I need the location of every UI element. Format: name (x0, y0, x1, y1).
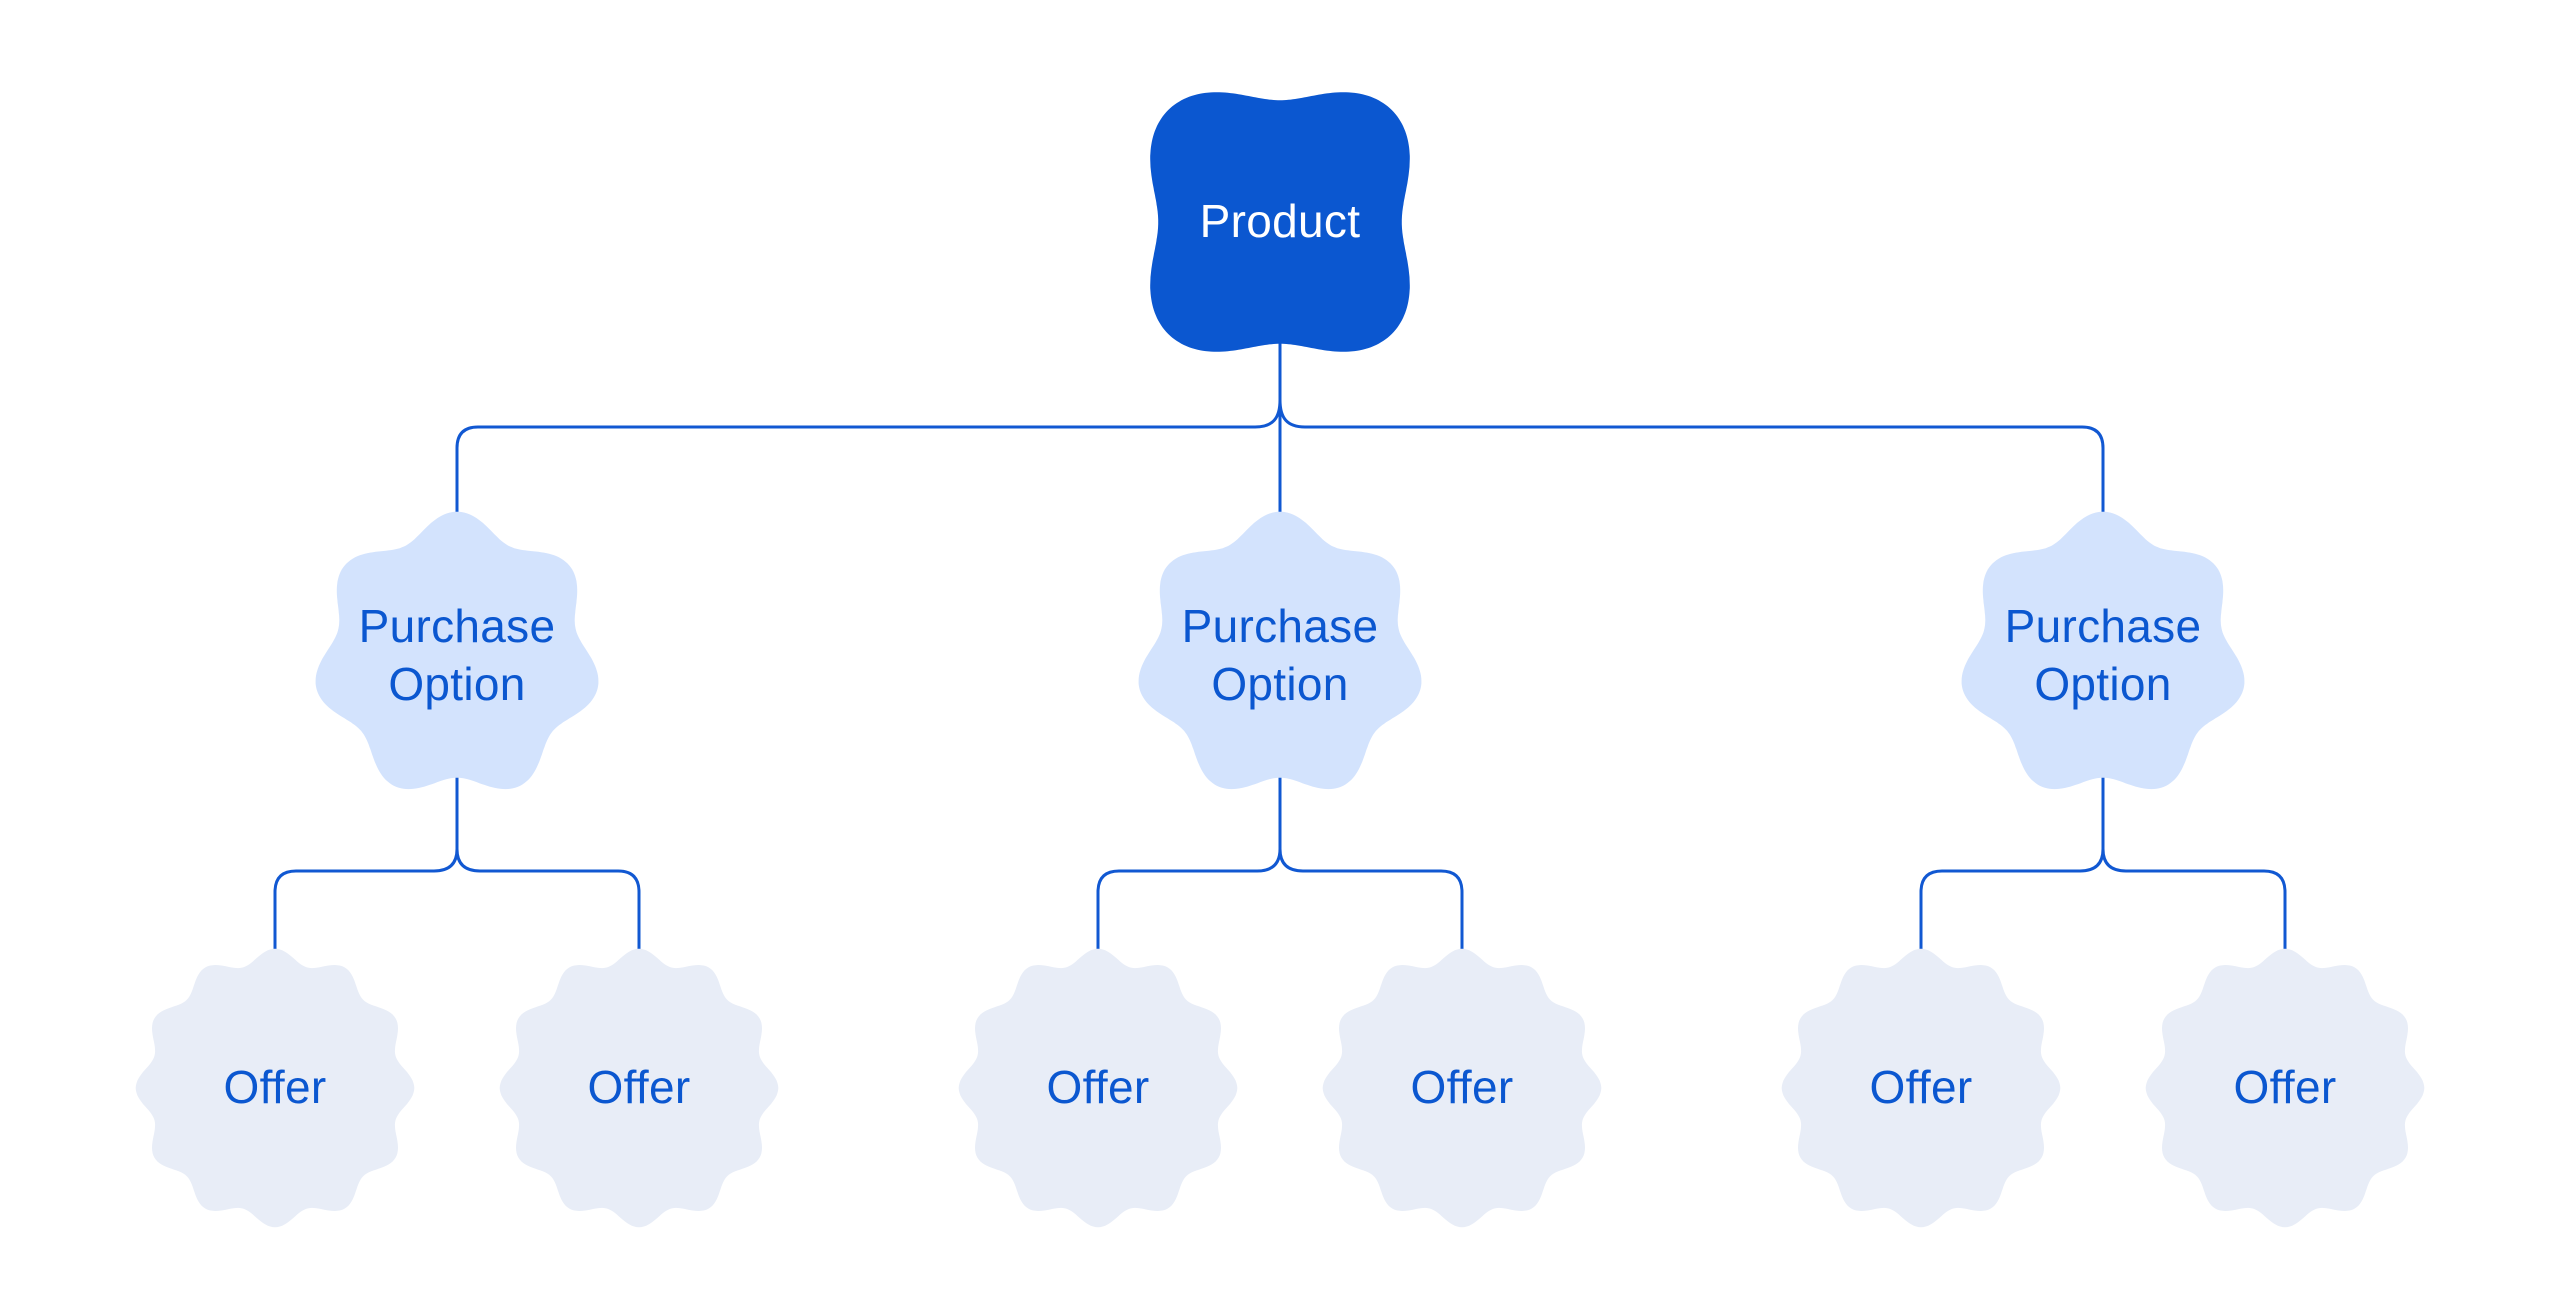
node-offer-6-label: Offer (2233, 1061, 2337, 1114)
node-offer-4: Offer (1302, 928, 1622, 1248)
offer-blob-shape (1781, 948, 2061, 1228)
node-offer-6: Offer (2125, 928, 2445, 1248)
connector-option-2-to-offer-3 (1096, 848, 1282, 950)
connector-option-2-to-offer-4 (1278, 848, 1464, 950)
node-purchase-option-2-label: Purchase Option (1181, 600, 1379, 710)
node-purchase-option-2: Purchase Option (1120, 496, 1440, 816)
node-offer-2-label: Offer (587, 1061, 691, 1114)
connector-option-3-to-offer-5 (1919, 848, 2105, 950)
node-product: Product (1120, 62, 1440, 382)
connector-product-to-option-1 (455, 399, 1282, 514)
node-offer-2: Offer (479, 928, 799, 1248)
offer-blob-shape (958, 948, 1238, 1228)
node-purchase-option-1-label: Purchase Option (358, 600, 556, 710)
node-offer-5: Offer (1761, 928, 2081, 1248)
purchase-option-blob-shape (1138, 511, 1422, 790)
node-purchase-option-3-label: Purchase Option (2004, 600, 2202, 710)
node-purchase-option-1: Purchase Option (297, 496, 617, 816)
connector-option-1-to-offer-2 (455, 848, 641, 950)
node-offer-3-label: Offer (1046, 1061, 1150, 1114)
node-offer-4-label: Offer (1410, 1061, 1514, 1114)
offer-blob-shape (2145, 948, 2425, 1228)
connector-option-3-to-offer-6 (2101, 848, 2287, 950)
connector-option-1-to-offer-1 (273, 848, 459, 950)
purchase-option-blob-shape (315, 511, 599, 790)
node-offer-3: Offer (938, 928, 1258, 1248)
offer-blob-shape (135, 948, 415, 1228)
node-offer-5-label: Offer (1869, 1061, 1973, 1114)
node-offer-1-label: Offer (223, 1061, 327, 1114)
offer-blob-shape (1322, 948, 1602, 1228)
offer-blob-shape (499, 948, 779, 1228)
purchase-option-blob-shape (1961, 511, 2245, 790)
connector-product-to-option-3 (1278, 399, 2105, 514)
product-blob-shape (1150, 92, 1410, 352)
node-purchase-option-3: Purchase Option (1943, 496, 2263, 816)
node-offer-1: Offer (115, 928, 435, 1248)
node-product-label: Product (1199, 195, 1361, 248)
